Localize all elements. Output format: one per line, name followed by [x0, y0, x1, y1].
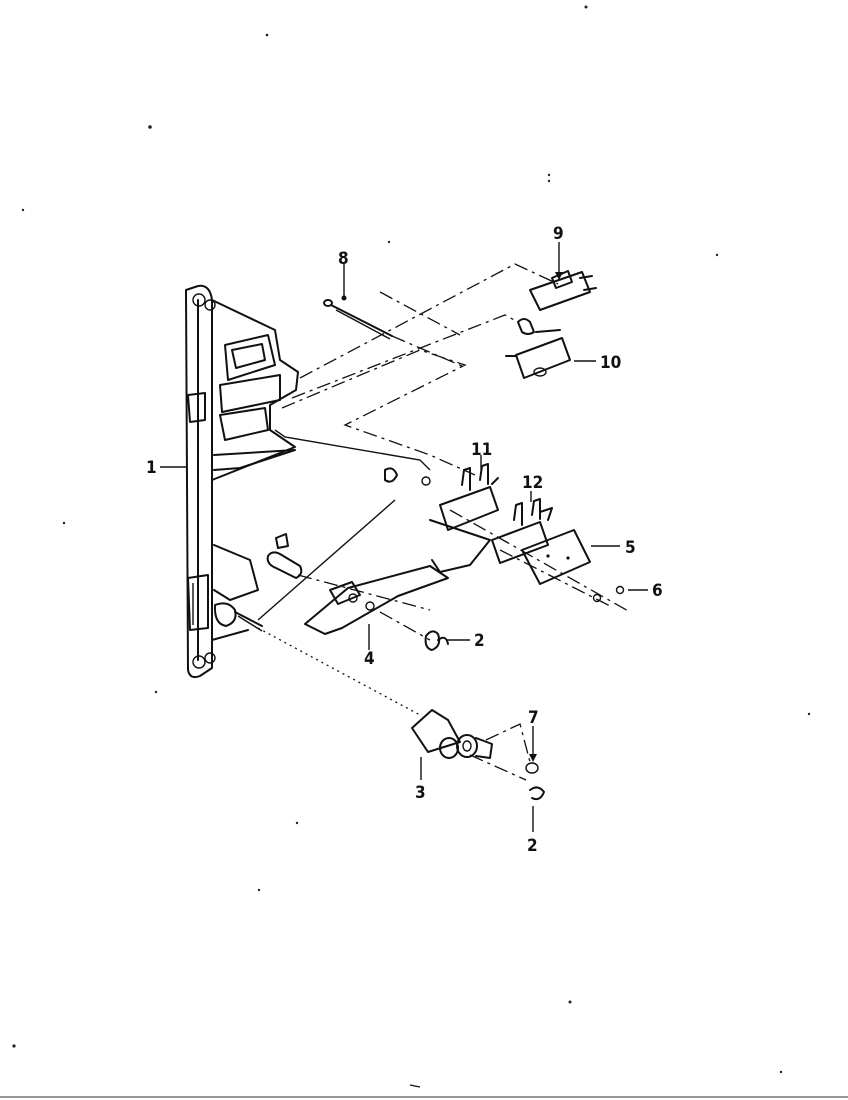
microswitch-part-10	[505, 318, 596, 379]
callout-label-2-upper: 2	[474, 631, 485, 651]
nut-part-6	[592, 585, 648, 603]
scan-specks	[12, 5, 811, 1088]
pin-roller	[266, 533, 303, 579]
callout-label-11: 11	[471, 440, 492, 460]
clip-part-2-lower	[529, 786, 545, 832]
callout-label-9: 9	[553, 224, 564, 244]
callout-label-6: 6	[652, 581, 663, 601]
latch-bracket-part-1	[185, 284, 299, 679]
callout-label-7: 7	[528, 708, 539, 728]
lever-part-4	[304, 467, 491, 650]
callout-label-5: 5	[625, 538, 636, 558]
insulator-plate-part-5	[521, 529, 620, 585]
callout-label-8: 8	[338, 249, 349, 269]
callout-label-1: 1	[146, 458, 157, 478]
callout-label-12: 12	[522, 473, 543, 493]
switch-part-11	[439, 455, 499, 531]
callout-label-3: 3	[415, 783, 426, 803]
callout-label-10: 10	[600, 353, 621, 373]
screw-part-8	[323, 263, 393, 340]
assembly-lines	[257, 263, 631, 781]
callout-label-2-lower: 2	[527, 836, 538, 856]
callout-label-4: 4	[364, 649, 375, 669]
cam-part-3	[411, 709, 493, 780]
switch-part-12	[491, 491, 553, 564]
microswitch-part-9	[529, 242, 597, 311]
clip-part-7	[525, 726, 539, 774]
clip-part-2-upper	[424, 630, 470, 651]
